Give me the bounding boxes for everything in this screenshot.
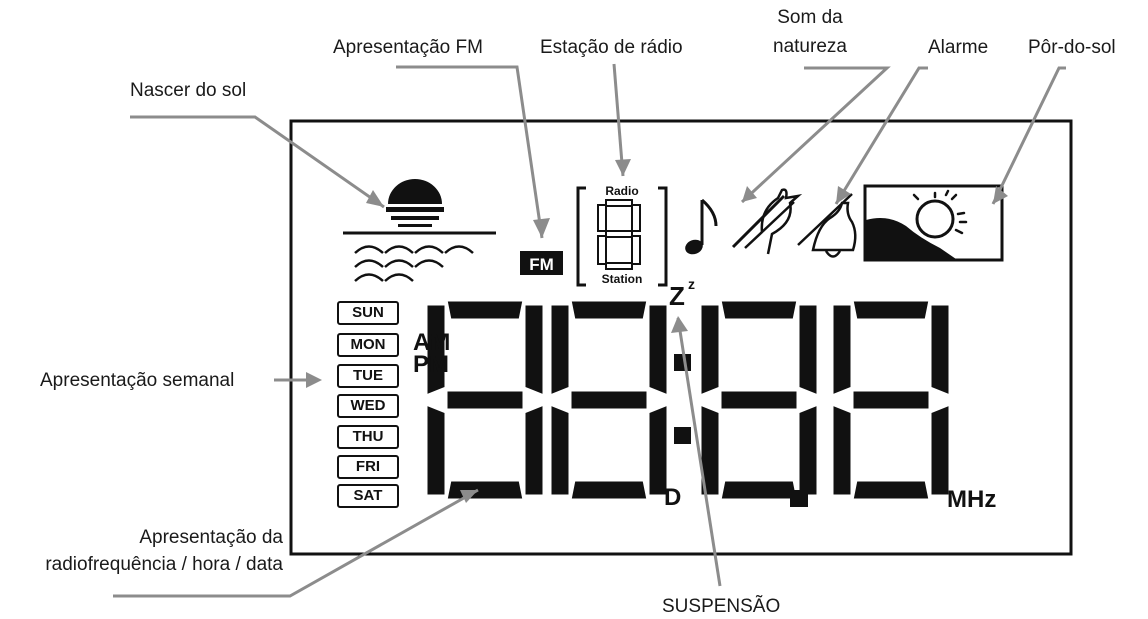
digit-1-segment-b (522, 302, 546, 399)
callout-arrowheads (306, 159, 1008, 503)
digit-2-segment-b (646, 302, 670, 399)
digit-3-segment-a (718, 298, 800, 322)
d-indicator: D (664, 484, 682, 511)
weekday-sun: SUN (337, 301, 399, 325)
fm-icon: FM (520, 251, 563, 275)
decimal-point (790, 490, 808, 507)
label-frequency-line1: Apresentação da (139, 527, 283, 548)
label-radio-station: Estação de rádio (540, 37, 683, 58)
digit-2-segment-d (568, 478, 650, 502)
label-sunset: Pôr-do-sol (1028, 37, 1116, 58)
lcd-frame (289, 119, 1073, 556)
digit-1-segment-d (444, 478, 526, 502)
callout-arrows (113, 63, 1066, 598)
label-alarm: Alarme (928, 37, 989, 58)
digit-2-segment-a (568, 298, 650, 322)
station-bottom-text: Station (602, 272, 643, 286)
digit-2-segment-g (568, 388, 650, 412)
digit-4-segment-g (850, 388, 932, 412)
digit-3-segment-b (796, 302, 820, 399)
digit-1-segment-a (444, 298, 526, 322)
station-digit-icon: Radio Station (576, 184, 668, 287)
arrow-sunset (991, 66, 1066, 205)
label-sleep: SUSPENSÃO (662, 596, 781, 617)
digit-2-segment-c (646, 401, 670, 498)
bell-icon (797, 193, 857, 258)
label-frequency-display: Apresentação da radiofrequência / hora /… (0, 526, 283, 577)
weekday-sat: SAT (337, 484, 399, 508)
digit-3-segment-g (718, 388, 800, 412)
label-fm-display: Apresentação FM (333, 37, 483, 58)
sunrise-icon (343, 179, 496, 282)
fm-icon-text: FM (529, 255, 554, 274)
weekday-tue: TUE (337, 364, 399, 388)
sleep-z-icon: Z (669, 281, 685, 311)
digit-2-segment-e (548, 401, 572, 498)
digit-3-segment-c (796, 401, 820, 498)
arrow-sleep (676, 317, 722, 587)
sunset-icon (863, 184, 1004, 262)
colon-dot-bottom (674, 427, 691, 444)
arrow-station (612, 63, 625, 177)
pm-indicator: PM (413, 351, 449, 378)
label-sunrise: Nascer do sol (130, 80, 247, 101)
label-frequency-line2: radiofrequência / hora / data (45, 554, 283, 575)
station-top-text: Radio (605, 184, 638, 198)
label-nature-sound: Som da natureza (760, 6, 860, 59)
weekday-wed: WED (337, 394, 399, 418)
weekday-thu: THU (337, 425, 399, 449)
digit-1-segment-g (444, 388, 526, 412)
arrow-fm (396, 65, 544, 239)
digit-4-segment-b (928, 302, 952, 399)
digit-4-segment-d (850, 478, 932, 502)
digit-4-segment-c (928, 401, 952, 498)
label-weekly-display: Apresentação semanal (40, 370, 235, 391)
colon-dot-top (674, 354, 691, 371)
arrow-frequency (113, 488, 479, 598)
seven-segment-display (424, 298, 952, 502)
digit-1-segment-e (424, 401, 448, 498)
music-note-icon (685, 198, 718, 255)
arrow-sunrise (130, 115, 385, 209)
weekday-fri: FRI (337, 455, 399, 479)
bird-icon (731, 188, 803, 255)
digit-1-segment-f (424, 302, 448, 399)
digit-4-segment-a (850, 298, 932, 322)
digit-3-segment-d (718, 478, 800, 502)
label-nature-sound-line1: Som da (777, 7, 843, 28)
digit-4-segment-f (830, 302, 854, 399)
digit-4-segment-e (830, 401, 854, 498)
digit-2-segment-f (548, 302, 572, 399)
label-nature-sound-line2: natureza (773, 36, 847, 57)
am-indicator: AM (413, 329, 451, 356)
digit-1-segment-c (522, 401, 546, 498)
digit-3-segment-f (698, 302, 722, 399)
weekday-mon: MON (337, 333, 399, 357)
mhz-unit: MHz (947, 486, 997, 513)
arrow-alarm (834, 66, 928, 205)
sleep-z-small-icon: z (688, 276, 695, 292)
arrow-nature (740, 66, 891, 204)
